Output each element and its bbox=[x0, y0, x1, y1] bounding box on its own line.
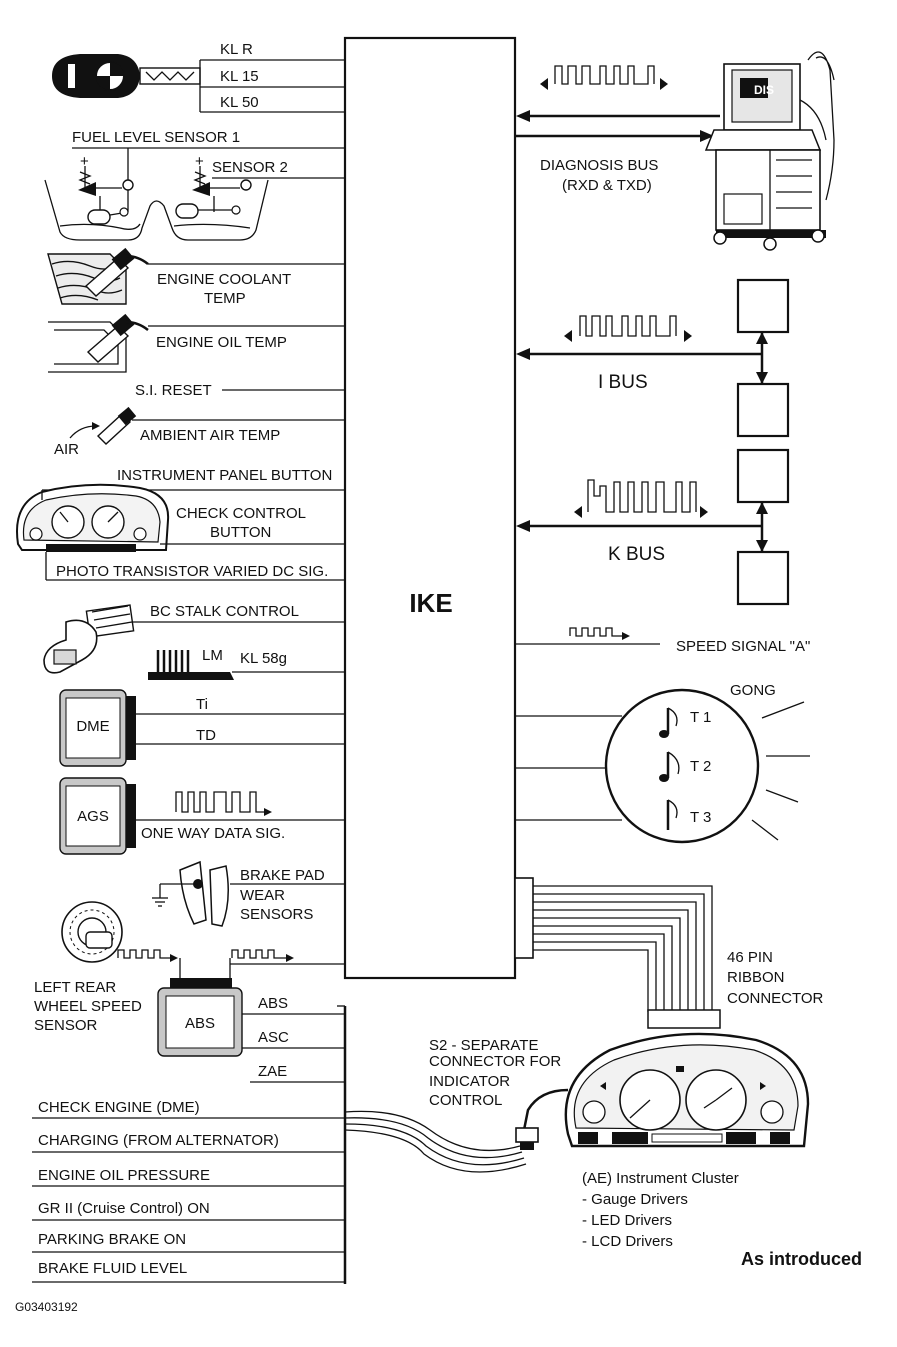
ribbon-cable bbox=[533, 885, 713, 1012]
as-introduced-note: As introduced bbox=[741, 1249, 862, 1269]
s2-label-3: INDICATOR bbox=[429, 1073, 510, 1090]
indicator-inputs-list: CHECK ENGINE (DME) CHARGING (FROM ALTERN… bbox=[38, 1099, 279, 1277]
si-reset-label: S.I. RESET bbox=[135, 382, 212, 399]
indicator-brake-fluid: BRAKE FLUID LEVEL bbox=[38, 1260, 187, 1277]
wheel-sensor-label-1: LEFT REAR bbox=[34, 979, 116, 996]
abs-output-zae: ZAE bbox=[258, 1063, 287, 1080]
dis-screen-label: DIS bbox=[754, 83, 774, 97]
air-label: AIR bbox=[54, 441, 79, 458]
gong-tone-2: T 2 bbox=[690, 758, 711, 775]
cluster-title: (AE) Instrument Cluster bbox=[582, 1170, 739, 1187]
kl-15-label: KL 15 bbox=[220, 68, 259, 85]
i-bus-module-2 bbox=[736, 382, 790, 438]
ags-label: AGS bbox=[77, 808, 109, 825]
ribbon-label-3: CONNECTOR bbox=[727, 990, 824, 1007]
ignition-key-icon bbox=[52, 54, 201, 98]
fuel-tank-icon bbox=[44, 166, 269, 241]
ti-label: Ti bbox=[196, 696, 208, 713]
ambient-temp-label: AMBIENT AIR TEMP bbox=[140, 427, 280, 444]
gong-tone-1: T 1 bbox=[690, 709, 711, 726]
gong-note-icons bbox=[659, 707, 680, 830]
cluster-item-gauge: - Gauge Drivers bbox=[582, 1191, 688, 1208]
td-label: TD bbox=[196, 727, 216, 744]
dme-label: DME bbox=[76, 718, 109, 735]
figure-id: G03403192 bbox=[15, 1300, 78, 1314]
wheel-speed-sensor-icon bbox=[61, 901, 123, 963]
instrument-panel-button-label: INSTRUMENT PANEL BUTTON bbox=[117, 467, 332, 484]
s2-label-2: CONNECTOR FOR bbox=[429, 1053, 561, 1070]
gong-tone-3: T 3 bbox=[690, 809, 711, 826]
fuel-sensor-1-label: FUEL LEVEL SENSOR 1 bbox=[72, 129, 240, 146]
bc-stalk-label: BC STALK CONTROL bbox=[150, 603, 299, 620]
kl-r-label: KL R bbox=[220, 41, 253, 58]
photo-transistor-label: PHOTO TRANSISTOR VARIED DC SIG. bbox=[56, 563, 328, 580]
dis-tester-icon bbox=[704, 51, 835, 251]
ribbon-plug bbox=[514, 877, 534, 959]
k-bus-module-2 bbox=[736, 550, 790, 606]
speed-signal-waveform bbox=[569, 627, 622, 637]
check-control-label-2: BUTTON bbox=[210, 524, 271, 541]
s2-label-4: CONTROL bbox=[429, 1092, 502, 1109]
ags-signal-label: ONE WAY DATA SIG. bbox=[141, 825, 285, 842]
fuel-sensor-2-label: SENSOR 2 bbox=[212, 159, 288, 176]
cluster-item-lcd: - LCD Drivers bbox=[582, 1233, 673, 1250]
instrument-cluster-small-icon bbox=[16, 483, 170, 552]
i-bus-waveform bbox=[579, 315, 677, 337]
kl-50-label: KL 50 bbox=[220, 94, 259, 111]
instrument-cluster-icon bbox=[564, 1009, 810, 1148]
lm-label: LM bbox=[202, 647, 223, 664]
brake-pad-sensor-icon bbox=[152, 860, 229, 927]
diagnosis-bus-sub-label: (RXD & TXD) bbox=[562, 177, 652, 194]
ike-module bbox=[343, 36, 517, 980]
i-bus-label: I BUS bbox=[598, 372, 648, 393]
fuel-plus-1: + bbox=[80, 153, 89, 170]
indicator-cruise: GR II (Cruise Control) ON bbox=[38, 1200, 210, 1217]
light-module-icon bbox=[148, 650, 234, 680]
kl58g-label: KL 58g bbox=[240, 650, 287, 667]
indicator-parking-brake: PARKING BRAKE ON bbox=[38, 1231, 186, 1248]
indicator-oil-pressure: ENGINE OIL PRESSURE bbox=[38, 1167, 210, 1184]
speed-signal-label: SPEED SIGNAL "A" bbox=[676, 638, 810, 655]
brake-pad-label-1: BRAKE PAD bbox=[240, 867, 325, 884]
k-bus-label: K BUS bbox=[608, 544, 665, 565]
ike-title: IKE bbox=[409, 588, 452, 618]
ribbon-label-1: 46 PIN bbox=[727, 949, 773, 966]
s2-connector-icon bbox=[515, 1088, 569, 1150]
bc-stalk-icon bbox=[43, 604, 135, 674]
fuel-plus-2: + bbox=[195, 153, 204, 170]
k-bus-module-1 bbox=[736, 448, 790, 504]
abs-output-abs: ABS bbox=[258, 995, 288, 1012]
gong-label: GONG bbox=[730, 682, 776, 699]
coolant-label-1: ENGINE COOLANT bbox=[157, 271, 291, 288]
indicator-charging: CHARGING (FROM ALTERNATOR) bbox=[38, 1132, 279, 1149]
brake-pad-label-2: WEAR bbox=[240, 887, 285, 904]
s2-label-1: S2 - SEPARATE bbox=[429, 1037, 538, 1054]
ags-signal-waveform bbox=[175, 791, 264, 813]
abs-output-asc: ASC bbox=[258, 1029, 289, 1046]
check-control-label-1: CHECK CONTROL bbox=[176, 505, 306, 522]
gong-circle bbox=[604, 688, 760, 844]
indicator-check-engine: CHECK ENGINE (DME) bbox=[38, 1099, 200, 1116]
coolant-label-2: TEMP bbox=[204, 290, 246, 307]
ribbon-label-2: RIBBON bbox=[727, 969, 785, 986]
k-bus-waveform bbox=[587, 479, 697, 513]
brake-pad-label-3: SENSORS bbox=[240, 906, 313, 923]
diagnosis-waveform bbox=[554, 65, 655, 85]
ambient-temp-sensor-icon bbox=[69, 406, 137, 445]
cluster-item-led: - LED Drivers bbox=[582, 1212, 672, 1229]
wheel-sensor-label-3: SENSOR bbox=[34, 1017, 98, 1034]
wheel-sensor-label-2: WHEEL SPEED bbox=[34, 998, 142, 1015]
oil-temp-label: ENGINE OIL TEMP bbox=[156, 334, 287, 351]
coolant-temp-sensor-icon bbox=[47, 247, 149, 305]
abs-module-label: ABS bbox=[185, 1015, 215, 1032]
i-bus-module-1 bbox=[736, 278, 790, 334]
oil-temp-sensor-icon bbox=[48, 313, 149, 373]
diagnosis-bus-label: DIAGNOSIS BUS bbox=[540, 157, 658, 174]
